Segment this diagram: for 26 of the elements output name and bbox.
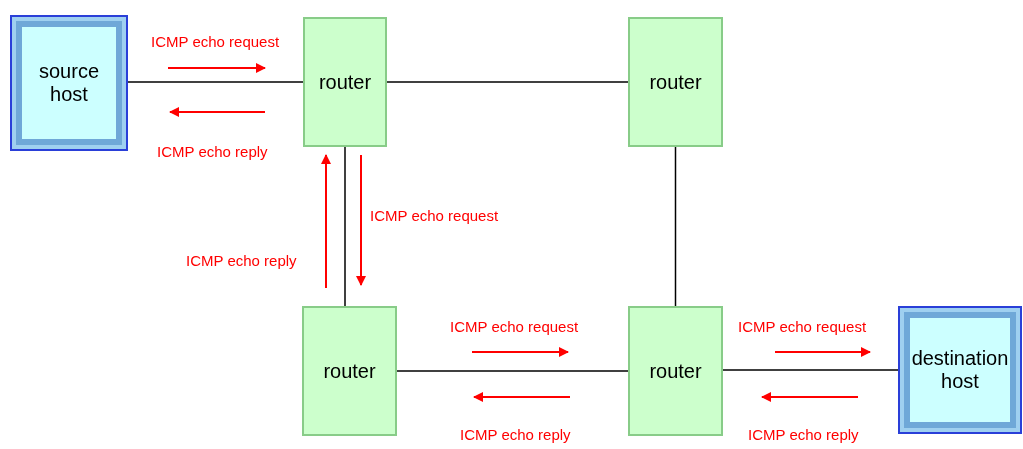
connector-line xyxy=(386,81,629,83)
connector-line xyxy=(396,370,629,372)
node-label: destination host xyxy=(910,347,1010,393)
message-label: ICMP echo request xyxy=(738,318,867,335)
connector-line xyxy=(344,146,346,307)
router-box xyxy=(628,17,723,147)
node-label: source host xyxy=(38,60,100,106)
message-label: ICMP echo request xyxy=(151,33,280,50)
host-box xyxy=(10,15,128,151)
router-box xyxy=(628,306,723,436)
message-label: ICMP echo request xyxy=(450,318,579,335)
router-box xyxy=(302,306,397,436)
node-label: router xyxy=(323,359,376,383)
router-box xyxy=(303,17,387,147)
host-box xyxy=(898,306,1022,434)
node-label: router xyxy=(318,70,372,94)
message-label: ICMP echo reply xyxy=(157,143,268,160)
connector-line xyxy=(127,81,304,83)
connector-line xyxy=(722,369,899,371)
message-label: ICMP echo reply xyxy=(460,426,571,443)
message-label: ICMP echo reply xyxy=(748,426,859,443)
connector-line xyxy=(674,146,677,307)
node-label: router xyxy=(649,359,702,383)
message-label: ICMP echo reply xyxy=(186,252,297,269)
message-label: ICMP echo request xyxy=(370,207,499,224)
node-label: router xyxy=(649,70,702,94)
